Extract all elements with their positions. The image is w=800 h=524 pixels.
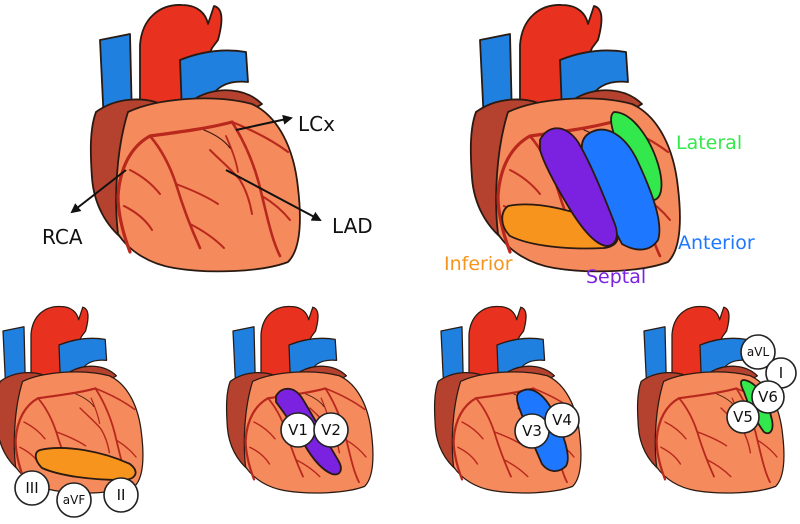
lead-circle-avl [740, 334, 776, 370]
lead-v3: V3 [522, 422, 542, 440]
lead-circle-ii [103, 477, 139, 513]
arrow-lcx [235, 114, 293, 131]
lead-circle-v5 [726, 400, 760, 434]
lead-circle-iii [14, 470, 50, 506]
lead-circle-v4 [544, 402, 580, 438]
lead-iii: III [25, 479, 38, 497]
lead-v5: V5 [733, 408, 753, 426]
lead-avf: aVF [63, 493, 86, 507]
label-lateral: Lateral [676, 132, 742, 154]
lead-avl: aVL [747, 345, 770, 359]
lead-circle-v2 [313, 412, 349, 448]
heart-septal-leads [225, 305, 375, 495]
heart-regional-territories [469, 3, 682, 273]
heart-inferior-leads [0, 305, 145, 495]
lead-v2: V2 [321, 421, 341, 439]
lead-ii: II [117, 486, 126, 504]
label-anterior: Anterior [678, 232, 755, 254]
heart-anterior-leads [433, 305, 583, 495]
label-septal: Septal [586, 266, 646, 288]
lead-circle-avf [56, 482, 92, 518]
lead-circle-v6 [751, 380, 785, 414]
lead-v6: V6 [758, 388, 778, 406]
heart-coronary-arteries [89, 3, 302, 273]
lead-v1: V1 [288, 421, 308, 439]
arrow-rca [70, 169, 127, 214]
inferior-territory [501, 203, 619, 250]
septal-territory [539, 127, 618, 247]
lead-i: I [779, 364, 783, 382]
label-lcx: LCx [298, 112, 335, 136]
label-rca: RCA [42, 225, 83, 249]
lead-v4: V4 [552, 411, 572, 429]
label-lad: LAD [332, 214, 373, 238]
label-inferior: Inferior [444, 253, 513, 275]
arrow-lad [225, 169, 322, 221]
